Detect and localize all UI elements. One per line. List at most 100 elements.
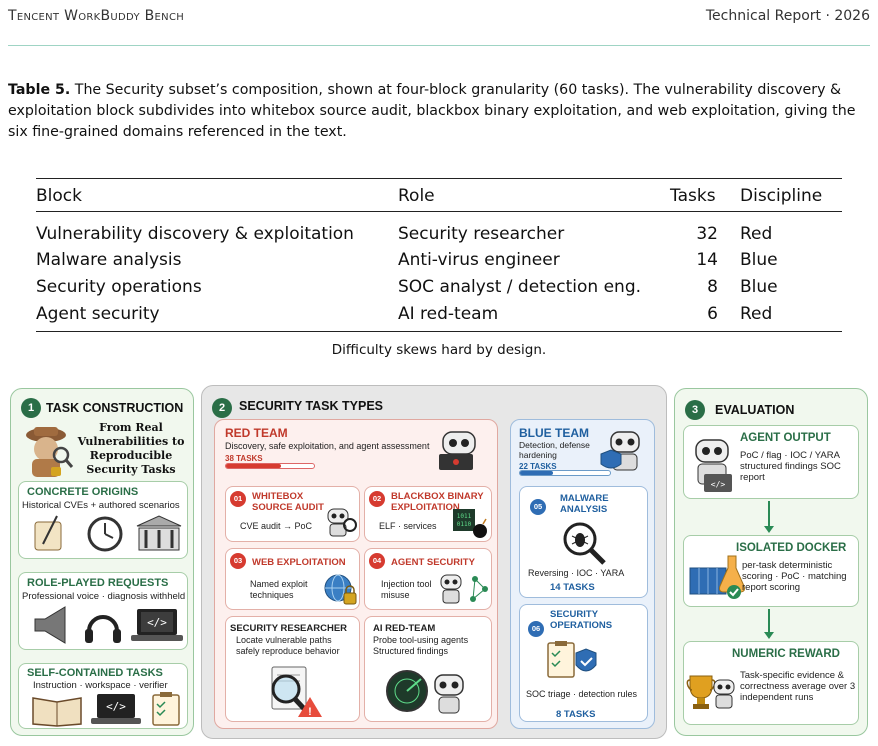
card-sub: Instruction · workspace · verifier — [33, 680, 168, 691]
composition-table: Block Role Tasks Discipline Vulnerabilit… — [36, 178, 842, 332]
flow-arrow — [764, 609, 774, 639]
card-title: SELF-CONTAINED TASKS — [27, 667, 163, 679]
task-desc: CVE audit → PoC — [240, 521, 313, 531]
table-header-row: Block Role Tasks Discipline — [36, 178, 842, 212]
robot-magnifier-icon — [327, 508, 357, 537]
panel-security-task-types: 2 SECURITY TASK TYPES RED TEAM Discovery… — [201, 385, 667, 739]
trophy-robot-icon — [686, 675, 735, 709]
red-team-group: RED TEAM Discovery, safe exploitation, a… — [214, 419, 498, 729]
task-number: 05 — [530, 499, 546, 515]
panel-task-construction: 1 TASK CONSTRUCTION From Real Vulnerabil… — [10, 388, 194, 736]
card-title: CONCRETE ORIGINS — [27, 486, 139, 498]
task-desc: ELF · services — [379, 521, 437, 531]
robot-output-icon: </> — [695, 439, 732, 492]
blue-team-sub: Detection, defense hardening — [519, 440, 590, 460]
eval-title: AGENT OUTPUT — [740, 432, 831, 444]
task-blackbox: 02 BLACKBOX BINARY EXPLOITATION ELF · se… — [364, 486, 492, 542]
megaphone-headset-laptop-icons: </> — [34, 606, 183, 644]
header-title: Tencent WorkBuddy Bench — [8, 8, 185, 24]
detective-icon — [26, 427, 74, 477]
svg-text:1011: 1011 — [457, 513, 472, 520]
hero-text: From Real Vulnerabilities to Reproducibl… — [77, 421, 185, 476]
col-role: Role — [398, 178, 670, 212]
task-count: 14 TASKS — [550, 582, 595, 593]
panel-title: SECURITY TASK TYPES — [239, 399, 384, 413]
svg-text:</>: </> — [147, 616, 167, 629]
running-header: Tencent WorkBuddy Bench Technical Report… — [8, 8, 870, 28]
blue-team-progress — [519, 470, 611, 476]
card-concrete-origins: CONCRETE ORIGINS Historical CVEs + autho… — [18, 481, 188, 559]
col-tasks: Tasks — [670, 178, 740, 212]
panel-evaluation: 3 EVALUATION AGENT OUTPUT </> PoC / flag… — [674, 388, 868, 736]
task-web: 03 WEB EXPLOITATION Named exploit techni… — [225, 548, 360, 610]
robot-network-icon — [440, 574, 488, 604]
red-team-progress — [225, 463, 315, 469]
task-desc: SOC triage · detection rules — [526, 689, 638, 699]
card-self-contained: SELF-CONTAINED TASKS Instruction · works… — [18, 663, 188, 729]
table-note: Difficulty skews hard by design. — [331, 342, 547, 358]
globe-lock-icon — [324, 574, 357, 605]
task-desc: Reversing · IOC · YARA — [528, 568, 625, 578]
clipboard-shield-icon — [547, 641, 597, 678]
eval-desc: PoC / flag · IOC / YARA structured findi… — [740, 450, 841, 483]
eval-desc: Task-specific evidence & correctness ave… — [740, 670, 856, 703]
scroll-clock-bank-icons — [34, 515, 182, 552]
caption-text: The Security subset’s composition, shown… — [8, 82, 856, 140]
cell-block: Vulnerability discovery & exploitation — [36, 224, 354, 245]
svg-text:</>: </> — [106, 700, 126, 713]
red-team-sub: Discovery, safe exploitation, and agent … — [225, 441, 430, 451]
cell-block: Security operations — [36, 277, 202, 297]
task-desc: Named exploit techniques — [250, 579, 308, 600]
svg-text:!: ! — [308, 706, 312, 718]
eval-agent-output: AGENT OUTPUT </> PoC / flag · IOC / YARA… — [683, 425, 859, 499]
task-security-operations: 06 SECURITY OPERATIONS SOC triage · dete… — [519, 604, 648, 722]
table-caption: Table 5. The Security subset’s compositi… — [8, 80, 870, 143]
eval-isolated-docker: ISOLATED DOCKER per-task deterministic s… — [683, 535, 859, 607]
panel-number: 3 — [685, 400, 705, 420]
svg-text:0110: 0110 — [457, 521, 472, 528]
panel-number: 2 — [212, 398, 232, 418]
task-title: BLACKBOX BINARY EXPLOITATION — [391, 491, 484, 513]
caption-label: Table 5. — [8, 82, 71, 98]
blue-team-count: 22 TASKS — [519, 462, 557, 471]
task-count: 8 TASKS — [556, 709, 596, 720]
task-malware: 05 MALWARE ANALYSIS Reversing · IOC · YA… — [519, 486, 648, 598]
role-desc: Probe tool-using agents Structured findi… — [373, 635, 469, 656]
table-row: Security operations SOC analyst / detect… — [36, 274, 842, 301]
eval-desc: per-task deterministic scoring · PoC · m… — [742, 560, 847, 593]
blue-team-group: BLUE TEAM Detection, defense hardening 2… — [510, 419, 655, 729]
eval-title: NUMERIC REWARD — [732, 648, 840, 660]
cell-role: Anti-virus engineer — [398, 250, 560, 270]
cell-discipline: Blue — [740, 250, 778, 270]
task-title: WHITEBOX SOURCE AUDIT — [252, 491, 324, 513]
flow-arrow — [764, 501, 774, 533]
book-laptop-clipboard-icons: </> — [32, 692, 180, 727]
header-rule — [8, 45, 870, 46]
task-title: AGENT SECURITY — [391, 557, 475, 568]
task-number: 04 — [369, 553, 385, 569]
cell-role: SOC analyst / detection eng. — [398, 277, 642, 297]
role-ai-red-team: AI RED-TEAM Probe tool-using agents Stru… — [364, 616, 492, 722]
red-team-count: 38 TASKS — [225, 454, 263, 463]
panel-number: 1 — [21, 398, 41, 418]
cell-role: Security researcher — [398, 224, 565, 245]
cell-role: AI red-team — [398, 300, 670, 332]
cell-tasks: 32 — [696, 224, 718, 245]
role-title: AI RED-TEAM — [373, 623, 436, 634]
card-role-played: ROLE-PLAYED REQUESTS Professional voice … — [18, 572, 188, 650]
task-desc: Injection tool misuse — [381, 579, 432, 600]
card-title: ROLE-PLAYED REQUESTS — [27, 577, 169, 589]
cell-tasks: 6 — [670, 300, 740, 332]
eval-title: ISOLATED DOCKER — [736, 542, 847, 554]
card-sub: Historical CVEs + authored scenarios — [22, 500, 180, 511]
bug-magnifier-icon — [563, 522, 606, 565]
task-number: 01 — [230, 491, 246, 507]
task-number: 03 — [230, 553, 246, 569]
panel-title: EVALUATION — [715, 403, 795, 417]
col-discipline: Discipline — [740, 178, 842, 212]
security-figure: 1 TASK CONSTRUCTION From Real Vulnerabil… — [0, 385, 878, 741]
panel-title: TASK CONSTRUCTION — [46, 401, 184, 415]
role-desc: Locate vulnerable paths safely reproduce… — [236, 635, 340, 656]
blue-team-title: BLUE TEAM — [519, 426, 589, 440]
docker-flask-icon — [689, 555, 745, 599]
